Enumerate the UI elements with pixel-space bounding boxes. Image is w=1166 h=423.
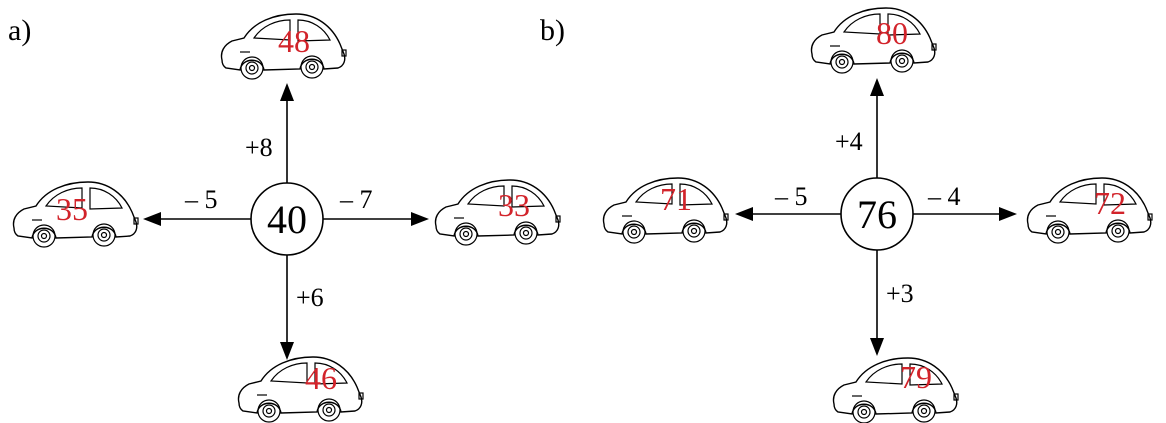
panel-b-arrowhead-left — [735, 207, 753, 221]
car-icon — [810, 7, 937, 74]
panel-b-car-left: 71 — [602, 177, 729, 244]
panel-b-arrowhead-down — [870, 338, 884, 356]
panel-a-car-down: 46 — [237, 356, 364, 423]
panel-b: b) 76 +4 +3 – 5 – 4 80 71 72 — [540, 7, 1153, 423]
panel-b-car-right: 72 — [1026, 177, 1153, 244]
panel-b-label: b) — [540, 14, 565, 47]
panel-b-result-left: 71 — [660, 181, 692, 217]
panel-a-center-number: 40 — [267, 197, 307, 242]
panel-b-op-left: – 5 — [774, 182, 808, 211]
panel-a-result-left: 35 — [56, 191, 88, 227]
panel-a-car-up: 48 — [220, 13, 347, 80]
panel-b-arrowhead-right — [999, 207, 1017, 221]
panel-a-result-up: 48 — [278, 23, 310, 59]
car-icon — [832, 357, 959, 423]
panel-b-result-right: 72 — [1094, 185, 1126, 221]
panel-b-op-down: +3 — [886, 279, 914, 308]
panel-a-label: a) — [8, 14, 31, 47]
panel-b-car-up: 80 — [810, 7, 937, 74]
panel-a-result-down: 46 — [305, 360, 337, 396]
panel-a-op-right: – 7 — [339, 185, 373, 214]
panel-a-op-down: +6 — [296, 283, 324, 312]
panel-a-arrowhead-right — [411, 212, 429, 226]
panel-b-op-up: +4 — [835, 127, 863, 156]
panel-b-result-up: 80 — [876, 15, 908, 51]
car-icon — [1026, 177, 1153, 244]
panel-a-car-right: 33 — [434, 179, 561, 246]
panel-a-arrowhead-down — [280, 342, 294, 360]
panel-a-arrowhead-left — [143, 212, 161, 226]
panel-a: a) 40 +8 +6 – 5 – 7 48 35 33 — [8, 13, 561, 423]
panel-a-arrowhead-up — [280, 83, 294, 101]
panel-a-result-right: 33 — [498, 187, 530, 223]
panel-b-center-number: 76 — [857, 192, 897, 237]
panel-b-op-right: – 4 — [927, 182, 961, 211]
panel-a-car-left: 35 — [12, 181, 139, 248]
car-icon — [237, 356, 364, 423]
panel-a-op-up: +8 — [245, 133, 273, 162]
panel-b-result-down: 79 — [900, 359, 932, 395]
panel-b-car-down: 79 — [832, 357, 959, 423]
panel-a-op-left: – 5 — [184, 185, 218, 214]
panel-b-arrowhead-up — [870, 78, 884, 96]
